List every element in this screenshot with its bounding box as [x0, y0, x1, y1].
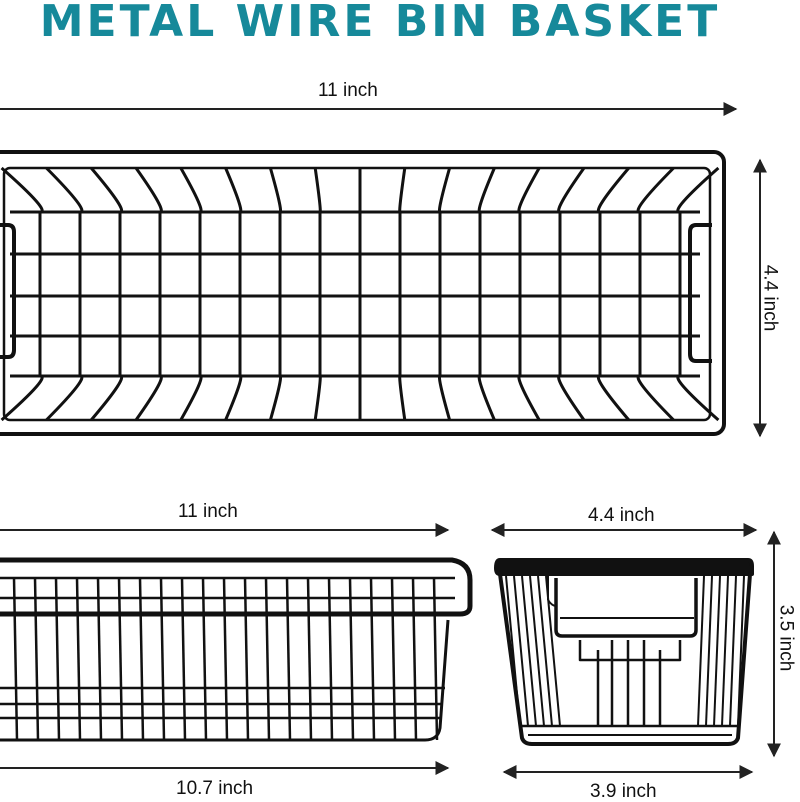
- end-view-basket: [494, 558, 754, 746]
- end-height-label: 3.5 inch: [775, 604, 797, 672]
- end-width-bottom-label: 3.9 inch: [590, 781, 657, 802]
- side-length-bottom-label: 10.7 inch: [176, 778, 254, 799]
- top-view-basket: [0, 150, 726, 436]
- end-width-top-label: 4.4 inch: [588, 505, 655, 526]
- side-view-basket: [0, 557, 473, 742]
- side-length-top-label: 11 inch: [178, 501, 238, 522]
- top-length-label: 11 inch: [318, 80, 378, 101]
- product-title: METAL WIRE BIN BASKET: [39, 0, 721, 47]
- top-width-label: 4.4 inch: [759, 264, 781, 332]
